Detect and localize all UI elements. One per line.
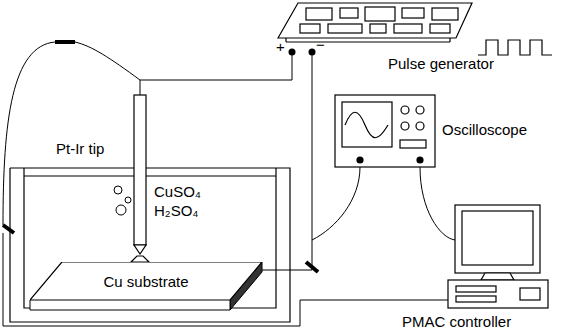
tip-electrode xyxy=(134,95,146,245)
substrate-outline xyxy=(30,262,262,300)
deposit-bump xyxy=(131,256,149,262)
controller-computer xyxy=(448,205,548,308)
chemical-formula: H₂SO₄ xyxy=(154,202,198,219)
pulse-waveform xyxy=(478,40,552,55)
device-label: Pulse generator xyxy=(388,55,494,72)
part-label: Pt-Ir tip xyxy=(56,140,104,157)
substrate-front xyxy=(30,300,230,310)
connector-plug xyxy=(306,262,318,272)
oscilloscope xyxy=(335,95,435,167)
electrolyte-tank xyxy=(10,168,290,322)
tip-apex xyxy=(134,245,146,254)
chemical-formula: CuSO₄ xyxy=(154,183,201,200)
device-label: PMAC controller xyxy=(402,313,511,330)
node-text: Cu substrate xyxy=(103,273,188,290)
terminal-sign: + xyxy=(276,38,285,55)
wire xyxy=(3,42,455,326)
connector-plug xyxy=(3,225,14,233)
substrate-block: Cu substrate xyxy=(30,262,262,300)
gas-bubble xyxy=(114,186,131,215)
connector-plug xyxy=(55,40,75,44)
device-label: Oscilloscope xyxy=(442,121,527,138)
pulse-generator-board xyxy=(278,3,472,42)
terminal-sign: − xyxy=(316,36,325,53)
